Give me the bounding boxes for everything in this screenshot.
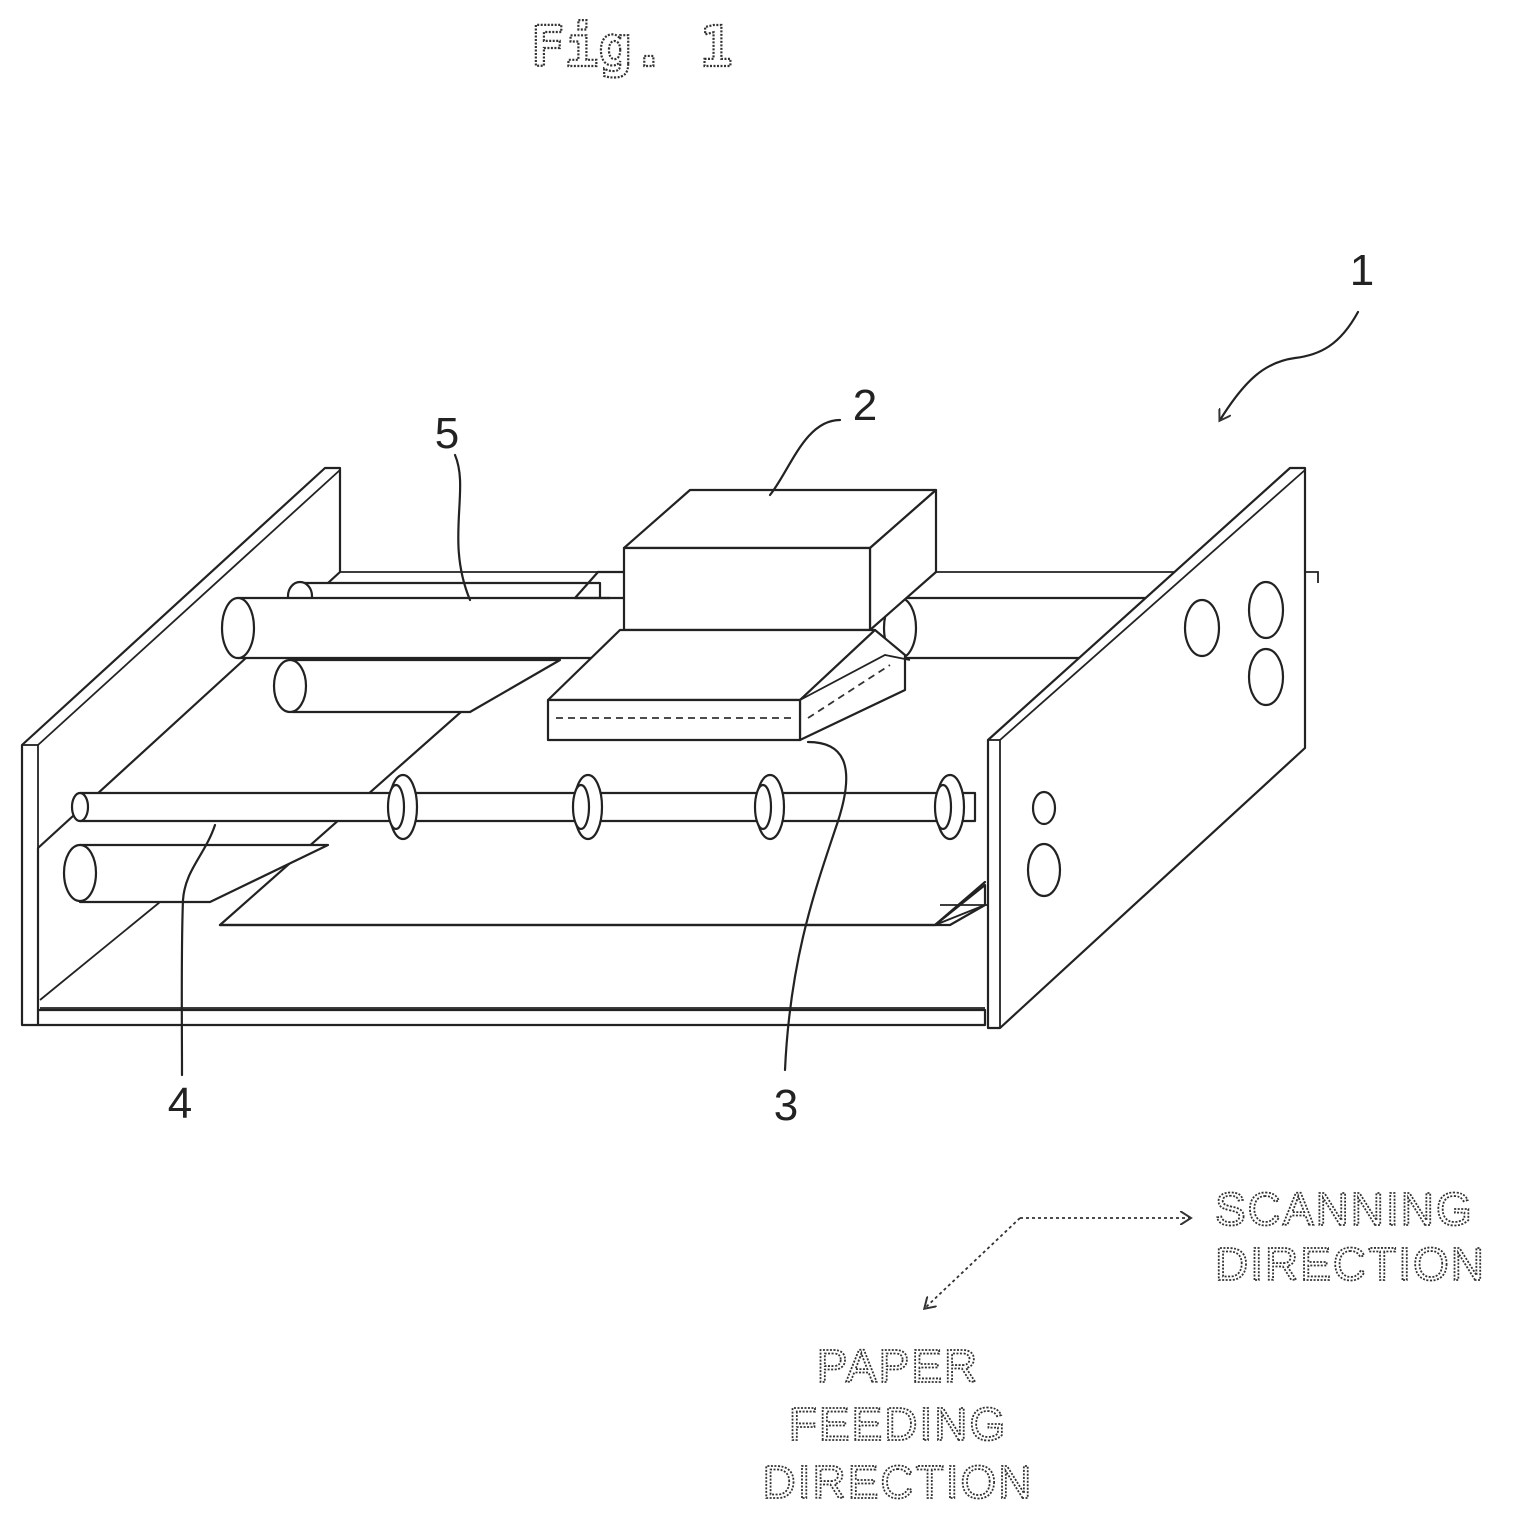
scanning-direction-label-line1: SCANNING	[1215, 1183, 1474, 1235]
ref-label-4: 4	[168, 1079, 192, 1128]
feeding-direction-label-line2: FEEDING	[789, 1398, 1007, 1450]
ref-label-1: 1	[1350, 246, 1374, 295]
right-side-wall	[988, 468, 1305, 1028]
figure-title: Fig. 1	[531, 15, 733, 80]
print-head-3	[548, 630, 910, 740]
front-lower-roller	[64, 845, 990, 905]
ref-label-5: 5	[435, 409, 459, 458]
scanning-direction-label-line2: DIRECTION	[1215, 1238, 1486, 1290]
star-wheel	[573, 775, 602, 839]
roller-shaft-4	[72, 775, 975, 839]
feeding-direction-label-line3: DIRECTION	[763, 1456, 1034, 1508]
carriage-2	[575, 490, 936, 630]
direction-arrows	[925, 1218, 1190, 1308]
star-wheel	[388, 775, 417, 839]
ref-label-3: 3	[774, 1081, 798, 1130]
ref-label-2: 2	[853, 381, 877, 430]
feeding-direction-label-line1: PAPER	[817, 1340, 980, 1392]
star-wheel	[935, 775, 964, 839]
star-wheel	[755, 775, 784, 839]
